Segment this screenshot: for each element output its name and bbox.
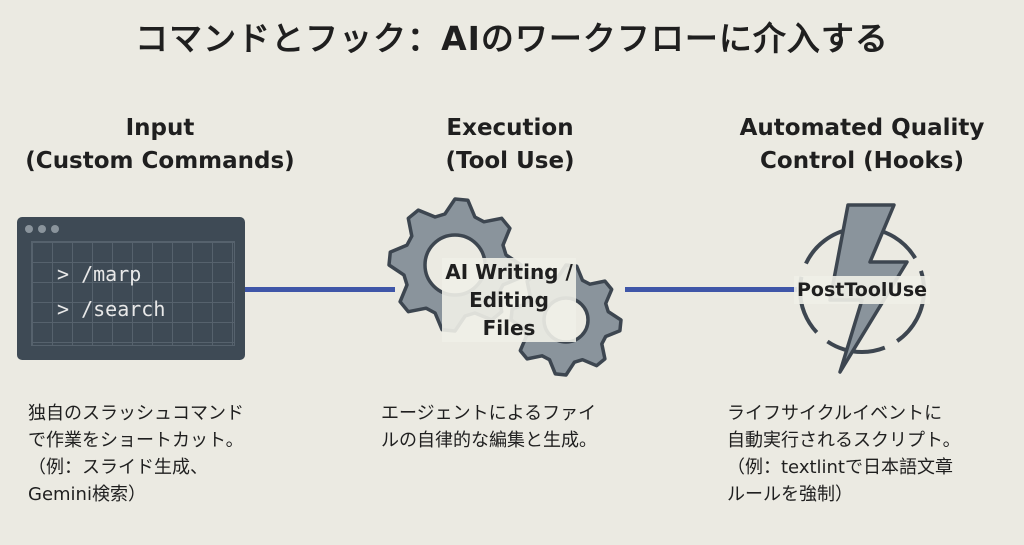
input-description: 独自のスラッシュコマンド で作業をショートカット。 （例：スライド生成、 Gem… [28,403,244,505]
connector-line-1 [245,287,395,292]
terminal-window-icon: > /marp > /search [17,217,245,360]
gears-label: AI Writing / Editing Files [442,258,576,342]
gears-label-line1: AI Writing / [445,260,573,284]
execution-heading: Execution (Tool Use) [350,112,670,178]
posttooluse-label: PostToolUse [794,276,930,304]
command-marp: > /marp [57,262,142,286]
terminal-grid [31,241,235,346]
connector-line-2 [625,287,797,292]
command-search: > /search [57,297,166,321]
input-heading-line1: Input [125,115,195,141]
hooks-heading-line1: Automated Quality [739,115,985,141]
gears-label-line2: Editing Files [469,288,549,340]
hooks-heading: Automated Quality Control (Hooks) [702,112,1022,178]
input-heading-line2: (Custom Commands) [25,148,295,174]
window-dots [25,225,59,233]
execution-heading-line1: Execution [446,115,574,141]
execution-description: エージェントによるファイ ルの自律的な編集と生成。 [381,403,597,451]
execution-heading-line2: (Tool Use) [445,148,575,174]
hooks-heading-line2: Control (Hooks) [760,148,964,174]
input-heading: Input (Custom Commands) [0,112,320,178]
page-title: コマンドとフック：AIのワークフローに介入する [135,19,889,58]
hooks-description: ライフサイクルイベントに 自動実行されるスクリプト。 （例：textlintで日… [727,403,961,505]
